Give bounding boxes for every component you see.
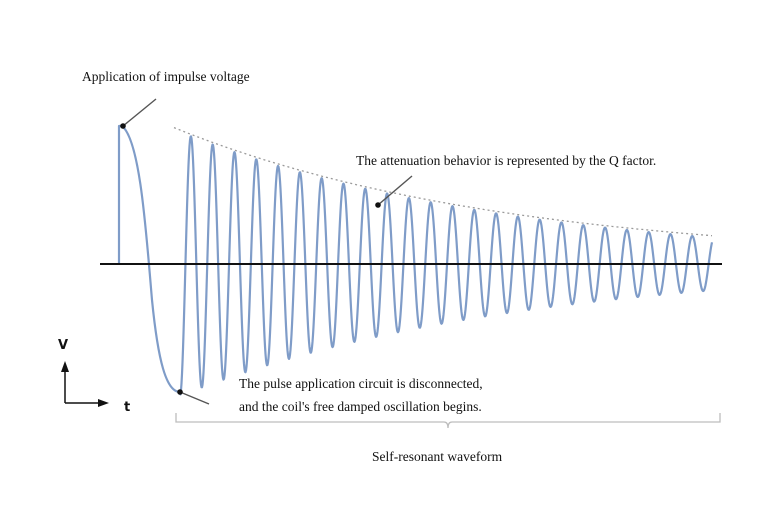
disconnect-annotation-line2: and the coil's free damped oscillation b… [239, 399, 482, 414]
self-resonant-brace [175, 413, 721, 429]
disconnect-dot [177, 389, 183, 395]
x-axis-arrowhead [98, 399, 109, 407]
attenuation-annotation: The attenuation behavior is represented … [356, 153, 656, 168]
attenuation-dot [375, 202, 381, 208]
attenuation-leader-line [377, 175, 413, 206]
impulse-annotation: Application of impulse voltage [82, 69, 250, 84]
x-axis-label: t [124, 400, 130, 415]
decay-envelope-dotted-line [173, 126, 713, 237]
disconnect-leader-line [179, 391, 210, 405]
y-axis-arrowhead [61, 361, 69, 372]
y-axis-label: V [58, 338, 68, 353]
damped-oscillation-waveform [117, 124, 714, 396]
axis-indicator: V t [58, 338, 130, 415]
self-resonant-label: Self-resonant waveform [372, 449, 503, 464]
disconnect-annotation-line1: The pulse application circuit is disconn… [239, 376, 483, 391]
impulse-peak-dot [120, 123, 126, 129]
impulse-leader-line [122, 98, 157, 127]
